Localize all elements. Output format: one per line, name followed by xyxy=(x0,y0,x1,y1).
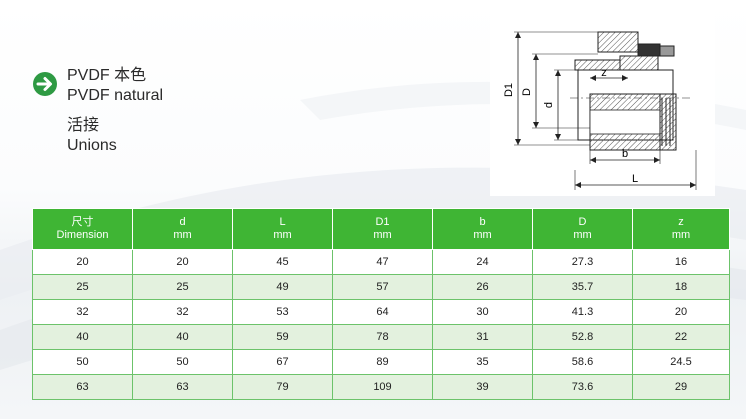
table-cell: 24.5 xyxy=(632,349,730,375)
table-cell: 59 xyxy=(232,324,333,350)
table-cell: 29 xyxy=(632,374,730,400)
table-cell: 49 xyxy=(232,274,333,300)
product-name-en: Unions xyxy=(67,137,117,154)
table-cell: 89 xyxy=(332,349,433,375)
table-cell: 40 xyxy=(132,324,233,350)
label-l: L xyxy=(632,173,638,185)
table-cell: 63 xyxy=(32,374,133,400)
table-cell: 20 xyxy=(32,249,133,275)
table-cell: 27.3 xyxy=(532,249,633,275)
table-cell: 57 xyxy=(332,274,433,300)
table-cell: 32 xyxy=(132,299,233,325)
table-cell: 35 xyxy=(432,349,533,375)
table-cell: 109 xyxy=(332,374,433,400)
table-cell: 63 xyxy=(132,374,233,400)
table-cell: 39 xyxy=(432,374,533,400)
table-cell: 31 xyxy=(432,324,533,350)
table-cell: 78 xyxy=(332,324,433,350)
label-d-small: d xyxy=(543,102,555,108)
label-d1: D1 xyxy=(503,83,515,97)
table-cell: 67 xyxy=(232,349,333,375)
material-name-cn: PVDF 本色 xyxy=(67,67,147,84)
title-block: PVDF 本色 PVDF natural 活接 Unions xyxy=(67,66,163,166)
table-row: 20 20 45 47 24 27.3 16 xyxy=(32,249,730,275)
table-cell: 24 xyxy=(432,249,533,275)
material-name-en: PVDF natural xyxy=(67,87,164,104)
table-cell: 47 xyxy=(332,249,433,275)
table-row: 50 50 67 89 35 58.6 24.5 xyxy=(32,349,730,375)
table-cell: 25 xyxy=(32,274,133,300)
table-cell: 26 xyxy=(432,274,533,300)
table-cell: 30 xyxy=(432,299,533,325)
table-cell: 25 xyxy=(132,274,233,300)
table-cell: 50 xyxy=(132,349,233,375)
table-cell: 16 xyxy=(632,249,730,275)
table-cell: 20 xyxy=(632,299,730,325)
table-cell: 73.6 xyxy=(532,374,633,400)
table-cell: 40 xyxy=(32,324,133,350)
table-cell: 20 xyxy=(132,249,233,275)
table-cell: 18 xyxy=(632,274,730,300)
table-cell: 50 xyxy=(32,349,133,375)
union-drawing-svg: D1 D d z b L xyxy=(503,31,697,190)
table-cell: 35.7 xyxy=(532,274,633,300)
label-z: z xyxy=(601,67,607,79)
table-row: 40 40 59 78 31 52.8 22 xyxy=(32,324,730,350)
table-cell: 41.3 xyxy=(532,299,633,325)
table-cell: 52.8 xyxy=(532,324,633,350)
table-cell: 32 xyxy=(32,299,133,325)
table-cell: 45 xyxy=(232,249,333,275)
label-b: b xyxy=(622,148,628,160)
table-cell: 58.6 xyxy=(532,349,633,375)
product-name-cn: 活接 xyxy=(67,117,100,134)
label-d-big: D xyxy=(521,88,533,96)
table-cell: 53 xyxy=(232,299,333,325)
table-row: 25 25 49 57 26 35.7 18 xyxy=(32,274,730,300)
table-cell: 22 xyxy=(632,324,730,350)
arrow-right-circle-icon xyxy=(33,72,57,96)
table-cell: 79 xyxy=(232,374,333,400)
table-row: 63 63 79 109 39 73.6 29 xyxy=(32,374,730,400)
table-cell: 64 xyxy=(332,299,433,325)
union-technical-drawing: D1 D d z b L xyxy=(490,10,715,196)
table-row: 32 32 53 64 30 41.3 20 xyxy=(32,299,730,325)
